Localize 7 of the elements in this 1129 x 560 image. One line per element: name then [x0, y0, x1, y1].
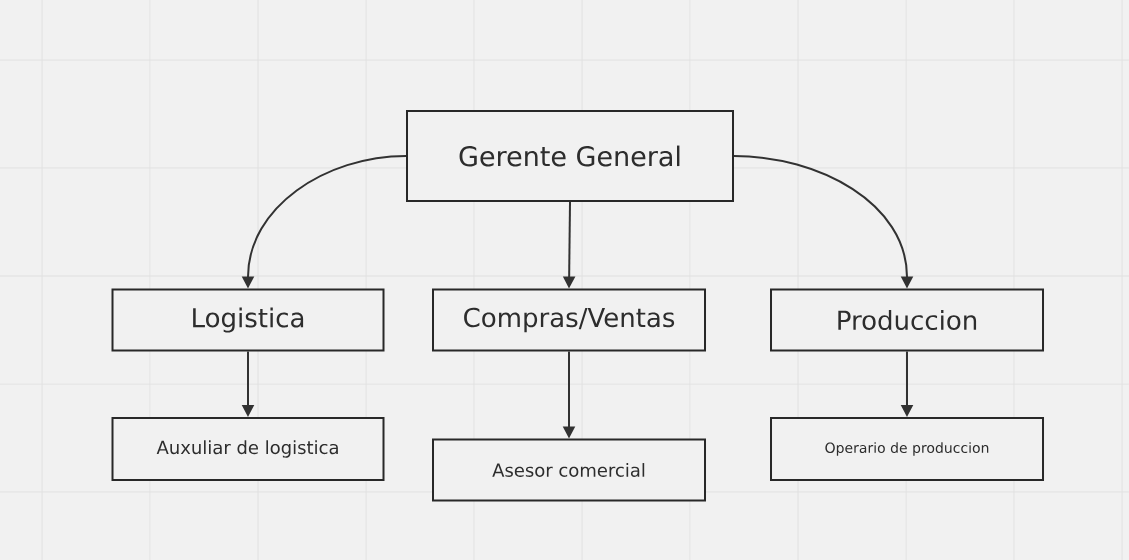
org-box: Logistica [111, 288, 385, 352]
org-box: Operario de produccion [770, 417, 1044, 481]
org-box: Produccion [770, 288, 1044, 352]
org-box: Compras/Ventas [432, 288, 706, 352]
org-box: Auxuliar de logistica [111, 417, 385, 481]
org-box: Gerente General [406, 110, 734, 202]
org-box: Asesor comercial [432, 438, 706, 502]
